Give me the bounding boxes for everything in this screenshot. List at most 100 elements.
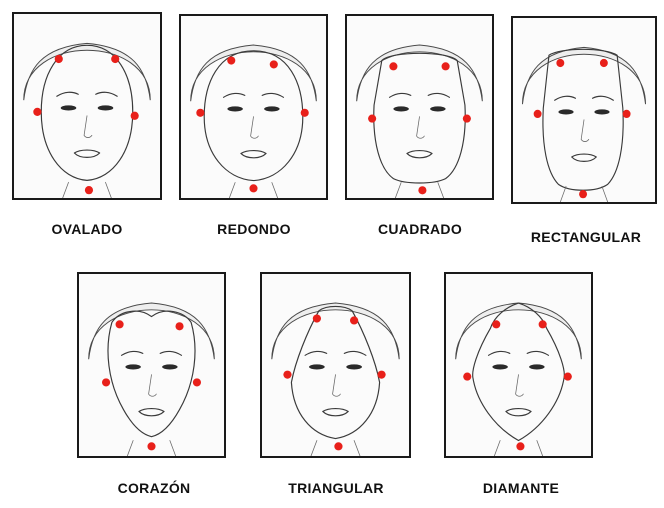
marker-forehead-left xyxy=(389,62,397,70)
mouth xyxy=(506,409,531,416)
eye-left xyxy=(125,364,140,369)
face-outline xyxy=(41,45,132,180)
face-label-triangular: TRIANGULAR xyxy=(274,480,398,496)
mouth xyxy=(407,151,432,158)
eyebrows xyxy=(489,351,549,355)
marker-cheek-right xyxy=(301,109,309,117)
mouth xyxy=(139,409,164,416)
marker-cheek-right xyxy=(623,110,631,118)
face-drawing-diamante xyxy=(446,274,591,456)
mouth xyxy=(323,409,348,416)
eyebrows xyxy=(122,351,182,355)
marker-forehead-right xyxy=(350,316,358,324)
face-drawing-corazon xyxy=(79,274,224,456)
marker-cheek-right xyxy=(564,373,572,381)
marker-chin xyxy=(418,186,426,194)
eye-right xyxy=(346,364,362,369)
marker-cheek-left xyxy=(196,109,204,117)
marker-forehead-left xyxy=(55,55,63,63)
eyebrows xyxy=(305,351,366,355)
marker-cheek-left xyxy=(283,371,291,379)
marker-chin xyxy=(579,190,587,198)
marker-forehead-right xyxy=(111,55,119,63)
face-label-ovalado: OVALADO xyxy=(46,221,128,237)
marker-chin xyxy=(249,184,257,192)
face-label-cuadrado: CUADRADO xyxy=(372,221,468,237)
nose xyxy=(84,116,92,138)
eye-right xyxy=(430,106,445,111)
marker-cheek-left xyxy=(368,115,376,123)
marker-chin xyxy=(85,186,93,194)
eye-left xyxy=(492,364,507,369)
face-card-redondo xyxy=(179,14,328,200)
marker-forehead-right xyxy=(175,322,183,330)
marker-cheek-left xyxy=(534,110,542,118)
face-drawing-cuadrado xyxy=(347,16,492,198)
face-card-ovalado xyxy=(12,12,162,200)
eye-right xyxy=(162,364,177,369)
eyebrows xyxy=(57,92,117,96)
face-drawing-redondo xyxy=(181,16,326,198)
marker-forehead-left xyxy=(227,56,235,64)
face-label-corazon: CORAZÓN xyxy=(106,480,202,496)
marker-forehead-right xyxy=(270,60,278,68)
eye-left xyxy=(558,109,573,114)
face-drawing-rectangular xyxy=(513,18,655,202)
face-drawing-ovalado xyxy=(14,14,160,198)
eyebrows xyxy=(390,93,450,97)
face-outline xyxy=(108,311,195,437)
nose xyxy=(417,117,425,139)
face-card-cuadrado xyxy=(345,14,494,200)
marker-forehead-left xyxy=(492,320,500,328)
eye-left xyxy=(227,106,242,111)
marker-cheek-right xyxy=(463,115,471,123)
eye-left xyxy=(309,364,325,369)
nose xyxy=(581,120,589,142)
nose xyxy=(149,375,157,397)
marker-chin xyxy=(334,442,342,450)
nose xyxy=(516,375,524,397)
face-card-corazon xyxy=(77,272,226,458)
marker-forehead-right xyxy=(442,62,450,70)
face-outline xyxy=(543,49,623,190)
face-outline xyxy=(473,303,565,440)
marker-cheek-left xyxy=(33,108,41,116)
eye-right xyxy=(264,106,279,111)
nose xyxy=(251,117,259,139)
marker-cheek-left xyxy=(102,378,110,386)
marker-forehead-left xyxy=(313,314,321,322)
face-label-diamante: DIAMANTE xyxy=(473,480,569,496)
marker-forehead-right xyxy=(600,59,608,67)
face-drawing-triangular xyxy=(262,274,409,456)
marker-cheek-right xyxy=(131,112,139,120)
face-label-rectangular: RECTANGULAR xyxy=(520,229,652,245)
eye-left xyxy=(61,105,77,110)
eye-right xyxy=(529,364,544,369)
mouth xyxy=(74,150,99,157)
mouth xyxy=(241,151,266,158)
marker-forehead-left xyxy=(556,59,564,67)
hair-wrap xyxy=(272,303,399,359)
marker-cheek-left xyxy=(463,373,471,381)
marker-forehead-right xyxy=(539,320,547,328)
nose xyxy=(333,375,341,397)
face-outline xyxy=(204,51,303,181)
face-label-redondo: REDONDO xyxy=(206,221,302,237)
hair-wrap xyxy=(522,47,645,104)
eyebrows xyxy=(555,96,614,100)
eye-left xyxy=(393,106,408,111)
eye-right xyxy=(98,105,114,110)
eyebrows xyxy=(224,93,284,97)
face-card-rectangular xyxy=(511,16,657,204)
marker-cheek-right xyxy=(193,378,201,386)
hair-wrap xyxy=(191,45,317,101)
marker-cheek-right xyxy=(377,371,385,379)
face-card-diamante xyxy=(444,272,593,458)
marker-chin xyxy=(147,442,155,450)
face-outline xyxy=(291,306,379,438)
hair-wrap xyxy=(456,303,582,359)
face-card-triangular xyxy=(260,272,411,458)
marker-chin xyxy=(516,442,524,450)
eye-right xyxy=(594,109,609,114)
marker-forehead-left xyxy=(116,320,124,328)
